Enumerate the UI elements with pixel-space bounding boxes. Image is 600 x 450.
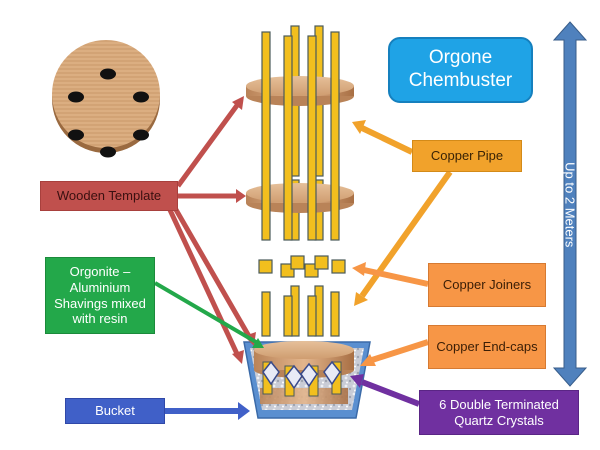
- copper-joiners-arrow: [352, 262, 429, 287]
- quartz-crystals-label: 6 Double Terminated Quartz Crystals: [419, 390, 579, 435]
- template-hole: [68, 129, 84, 141]
- orgonite-arrow: [153, 281, 264, 348]
- height-label: Up to 2 Meters: [560, 40, 580, 370]
- height-label-text: Up to 2 Meters: [562, 162, 578, 248]
- template-hole: [133, 91, 149, 103]
- quartz-crystal: [323, 360, 341, 386]
- title-line-2: Chembuster: [408, 70, 513, 91]
- copper-endcaps-arrow: [360, 339, 429, 366]
- copper-endcaps-label: Copper End-caps: [428, 325, 546, 369]
- quartz-arrow: [350, 374, 421, 407]
- wooden-disk-top: [246, 76, 354, 106]
- copper-joiners: [258, 255, 346, 278]
- template-hole: [133, 129, 149, 141]
- copper-pipe-label: Copper Pipe: [412, 140, 522, 172]
- template-hole: [68, 91, 84, 103]
- quartz-crystals: [262, 360, 342, 397]
- wooden-template-illustration: [52, 40, 160, 158]
- wooden-template-label: Wooden Template: [40, 181, 178, 211]
- template-hole: [100, 68, 116, 80]
- height-arrow: [552, 21, 588, 387]
- wooden-disk-middle: [246, 183, 354, 213]
- copper-pipes-lower: [261, 285, 340, 337]
- copper-pipes-front: [261, 31, 340, 241]
- wooden-template-arrows: [167, 96, 256, 364]
- copper-joiners-label: Copper Joiners: [428, 263, 546, 307]
- title-line-1: Orgone: [428, 47, 493, 69]
- bucket-arrow: [165, 402, 250, 420]
- title-box: Orgone Chembuster: [388, 37, 533, 103]
- bucket-label: Bucket: [65, 398, 165, 424]
- template-hole: [100, 146, 116, 158]
- quartz-crystal: [300, 362, 318, 388]
- orgonite-label: Orgonite – Aluminium Shavings mixed with…: [45, 257, 155, 334]
- quartz-crystal: [262, 360, 280, 386]
